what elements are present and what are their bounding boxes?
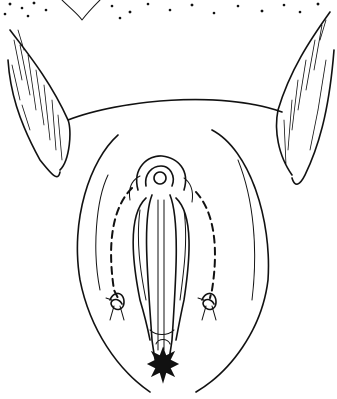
right-thigh <box>277 12 334 184</box>
glans-circle <box>154 172 166 184</box>
clitoral-hood <box>129 156 192 202</box>
suture-right <box>198 293 216 320</box>
dashed-line-right <box>196 192 215 298</box>
dashed-line-left <box>111 188 132 298</box>
labia-minora <box>133 195 189 372</box>
suture-left <box>106 293 124 320</box>
mons-outline <box>68 100 282 120</box>
dashed-lines <box>111 188 215 298</box>
top-stipple <box>4 0 319 20</box>
left-thigh <box>8 30 70 177</box>
